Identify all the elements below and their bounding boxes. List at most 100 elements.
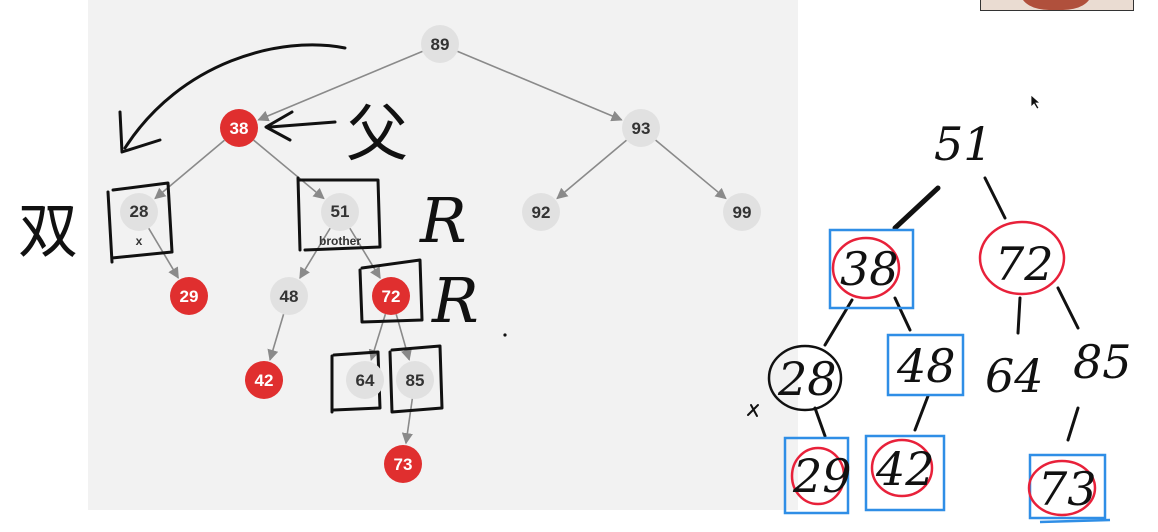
tree-node-circle [120, 193, 158, 231]
sketch-box-38 [828, 228, 915, 310]
tree-node-circle [723, 193, 761, 231]
father-arrow-head [264, 110, 294, 142]
sketch-circle-28 [767, 344, 843, 412]
sketch-label-72: 72 [995, 237, 1054, 291]
tree-node-label: 42 [255, 371, 274, 390]
presenter-face [1021, 0, 1091, 10]
tree-node-circle [245, 361, 283, 399]
tree-node-label: 29 [180, 287, 199, 306]
sketch-edge-72-64 [1016, 296, 1022, 335]
sketch-label-73: 73 [1038, 462, 1097, 516]
tree-node-tag: brother [319, 234, 361, 248]
sketch-box-29 [783, 436, 850, 515]
sketch-red-42 [870, 438, 934, 498]
tree-node-29: 29 [170, 277, 208, 315]
sketch-label-64: 64 [985, 349, 1044, 403]
sketch-label-42: 42 [875, 442, 935, 496]
tree-node-93: 93 [622, 109, 660, 147]
tree-node-circle [396, 361, 434, 399]
tree-node-89: 89 [421, 25, 459, 63]
sketch-red-38 [831, 236, 901, 300]
tree-node-85: 85 [396, 361, 434, 399]
tree-node-circle [270, 277, 308, 315]
sketch-red-29 [790, 446, 846, 506]
father-arrow [268, 120, 337, 129]
sketch-box-48 [886, 333, 965, 397]
sketch-label-38: 38 [840, 242, 899, 296]
tree-node-circle [220, 109, 258, 147]
tree-node-48: 48 [270, 277, 308, 315]
tree-node-label: 38 [230, 119, 249, 138]
tree-node-label: 89 [431, 35, 450, 54]
tree-node-42: 42 [245, 361, 283, 399]
tree-node-label: 73 [394, 455, 413, 474]
tree-node-label: 99 [733, 203, 752, 222]
tree-node-label: 93 [632, 119, 651, 138]
slide-canvas [88, 0, 798, 510]
tree-node-label: 48 [280, 287, 299, 306]
tree-edge-48-42 [267, 313, 285, 361]
tree-node-circle [384, 445, 422, 483]
sketch-x-mark [747, 404, 759, 417]
sketch-red-73 [1027, 459, 1097, 517]
tree-node-circle [346, 361, 384, 399]
sketch-edge-48-42 [913, 394, 930, 432]
sketch-edge-38-48 [893, 296, 912, 332]
tree-node-38: 38 [220, 109, 258, 147]
tree-node-circle [622, 109, 660, 147]
tree-node-92: 92 [522, 193, 560, 231]
tree-node-tag: x [136, 234, 143, 248]
sketch-edge-72-85 [1056, 286, 1080, 330]
box-51 [296, 176, 382, 252]
tree-node-circle [522, 193, 560, 231]
tree-edge-93-92 [556, 139, 627, 200]
tree-node-circle [372, 277, 410, 315]
tree-edge-51-48 [299, 227, 331, 280]
r-mark-upper: R [419, 184, 467, 257]
tree-node-label: 64 [356, 371, 375, 390]
father-label: 父 [346, 97, 408, 170]
sketch-red-72 [978, 220, 1066, 296]
double-label: 双 [18, 197, 78, 267]
tree-node-label: 85 [406, 371, 425, 390]
tree-node-label: 92 [532, 203, 551, 222]
tree-edge-93-99 [655, 139, 727, 200]
sketch-edge-85-73 [1066, 406, 1080, 442]
sketch-edge-51-72 [983, 176, 1007, 220]
tree-edge-38-28 [154, 139, 225, 200]
sketch-label-51: 51 [934, 117, 993, 171]
sketch-label-28: 28 [777, 352, 837, 406]
tree-node-label: 72 [382, 287, 401, 306]
tree-edge-38-51 [253, 139, 325, 200]
tree-node-label: 28 [130, 202, 149, 221]
sketch-edge-51-38 [892, 185, 941, 231]
tree-edge-89-93 [457, 50, 623, 122]
big-curved-arrow [123, 43, 347, 150]
box-85 [388, 344, 444, 414]
tree-node-circle [321, 193, 359, 231]
tree-node-72: 72 [372, 277, 410, 315]
sketch-label-48: 48 [896, 339, 956, 393]
presenter-video-thumbnail [980, 0, 1134, 11]
tree-edge-85-73 [401, 398, 414, 445]
tree-node-73: 73 [384, 445, 422, 483]
r-mark-lower: R [431, 264, 479, 337]
mouse-cursor-icon [1030, 94, 1042, 110]
sketch-box-42 [864, 434, 946, 512]
tree-node-circle [421, 25, 459, 63]
box-72 [358, 258, 424, 324]
box-28 [106, 181, 174, 264]
sketch-edge-28-29 [813, 406, 827, 438]
sketch-blue-underline [1039, 518, 1111, 524]
tree-node-circle [170, 277, 208, 315]
sketch-label-29: 29 [792, 449, 852, 503]
sketch-tree: 51 38 72 28 48 64 85 29 42 73 x [747, 117, 1132, 524]
dot-mark [503, 333, 507, 337]
hand-text: 父 双 R R [18, 97, 507, 337]
big-curved-arrow-head [118, 110, 162, 154]
hand-annotations [106, 43, 444, 414]
tree-edge-51-72 [349, 227, 381, 280]
